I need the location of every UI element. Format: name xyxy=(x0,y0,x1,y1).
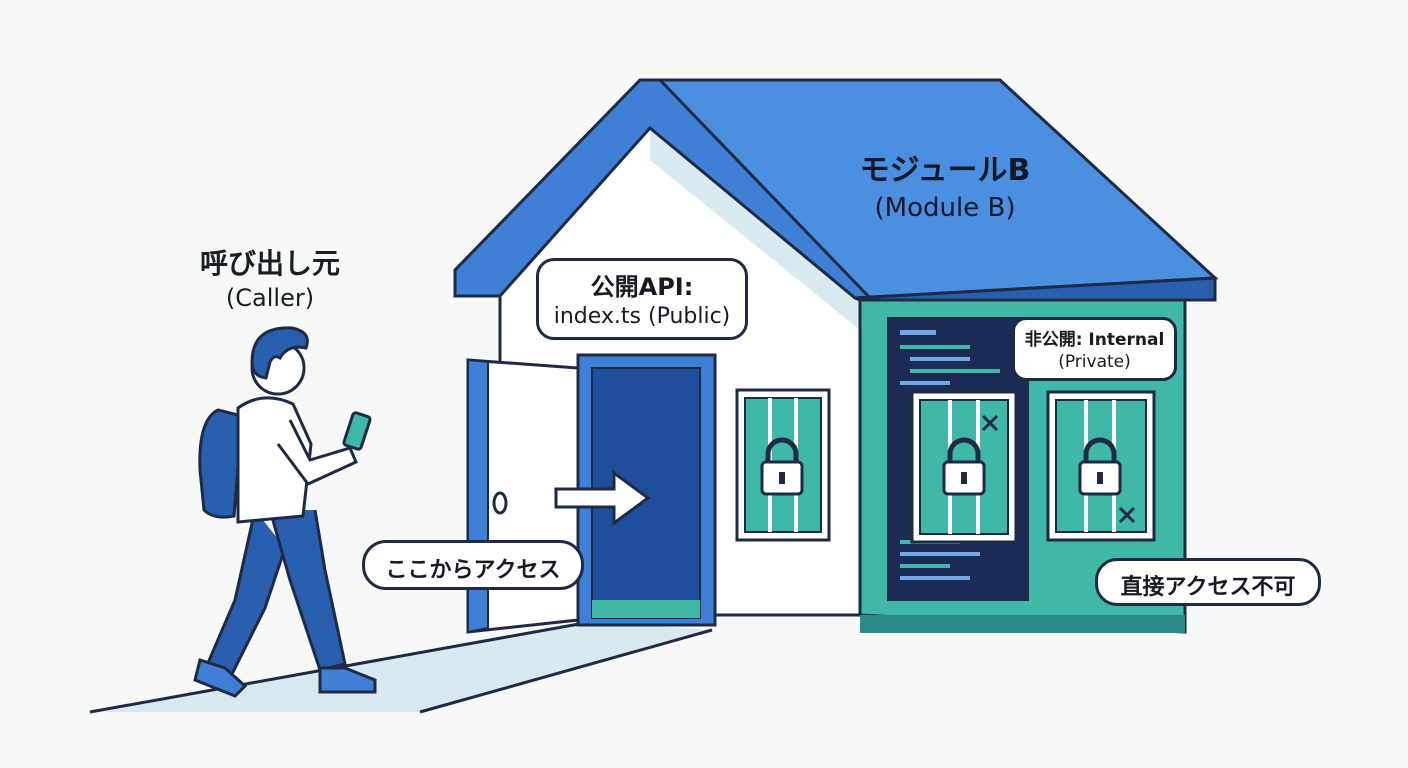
public-api-line1: 公開API: xyxy=(590,273,694,301)
private-callout: 非公開: Internal (Private) xyxy=(1012,317,1177,381)
module-subtitle: (Module B) xyxy=(874,192,1016,223)
smartphone-icon xyxy=(342,411,372,451)
padlock-icon xyxy=(760,437,804,496)
public-api-line2: index.ts (Public) xyxy=(553,304,731,329)
cross-icon xyxy=(1118,506,1136,524)
private-line2: (Private) xyxy=(1058,352,1131,372)
caller-label: 呼び出し元 (Caller) xyxy=(170,246,370,313)
walkway xyxy=(90,622,712,712)
caller-title: 呼び出し元 xyxy=(199,247,340,280)
house-roof xyxy=(453,78,1219,302)
module-title: モジュールB xyxy=(859,153,1031,188)
side-window-right xyxy=(1046,390,1156,542)
private-line1: 非公開: Internal xyxy=(1024,330,1165,350)
no-direct-access-text: 直接アクセス不可 xyxy=(1120,575,1296,600)
person-icon xyxy=(193,326,377,698)
no-direct-access-callout: 直接アクセス不可 xyxy=(1095,558,1321,606)
arrow-right-icon xyxy=(554,470,651,526)
padlock-icon xyxy=(1078,437,1122,496)
padlock-icon xyxy=(942,437,986,496)
caller-subtitle: (Caller) xyxy=(225,284,315,312)
backpack-icon xyxy=(198,408,244,519)
cross-icon xyxy=(981,414,999,432)
public-api-callout: 公開API: index.ts (Public) xyxy=(536,258,748,340)
access-here-callout: ここからアクセス xyxy=(362,540,584,590)
access-here-text: ここからアクセス xyxy=(385,558,561,583)
module-label: モジュールB (Module B) xyxy=(830,152,1060,224)
